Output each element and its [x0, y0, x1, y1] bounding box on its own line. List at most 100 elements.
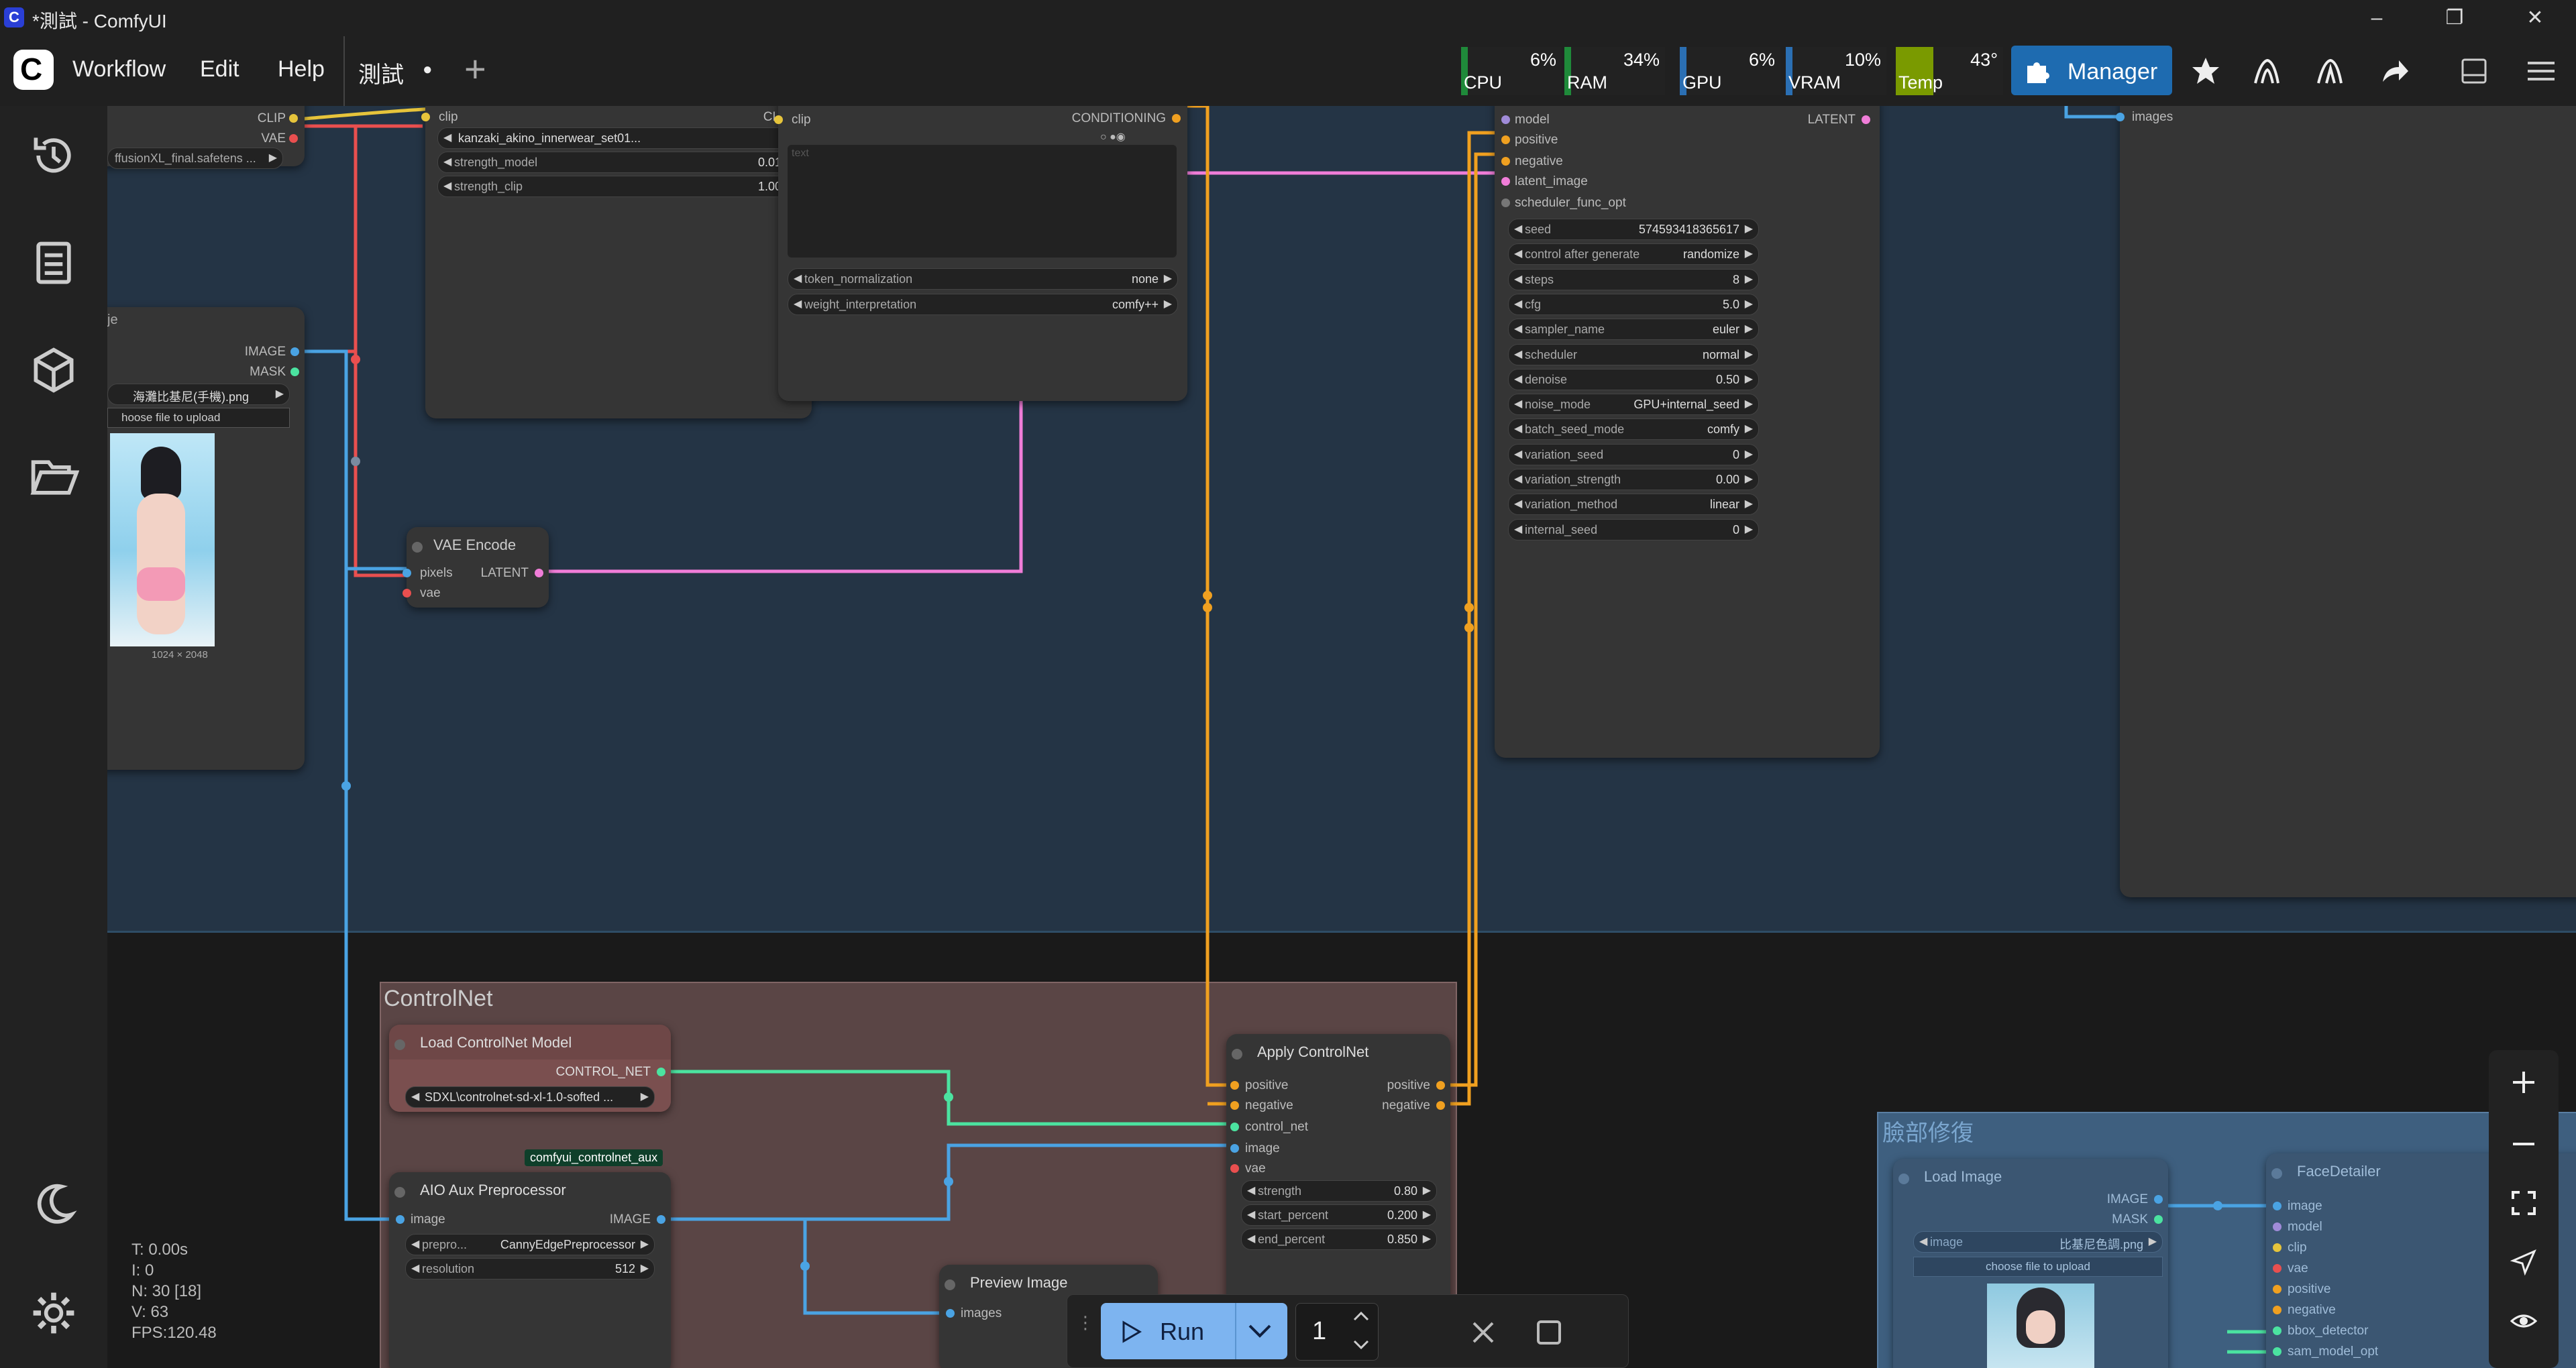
fit-view-icon[interactable] — [2510, 1190, 2537, 1216]
images-input-socket[interactable] — [2116, 113, 2125, 121]
clip-input-socket[interactable] — [2273, 1243, 2282, 1252]
vae-output-socket[interactable] — [289, 134, 298, 143]
negative-output-socket[interactable] — [1436, 1101, 1445, 1110]
vae-input-socket[interactable] — [402, 589, 411, 597]
node-library-icon[interactable] — [2314, 56, 2345, 87]
clip-input-socket[interactable] — [774, 115, 783, 124]
collapse-dot[interactable] — [412, 542, 423, 553]
controlnet-model-widget[interactable]: ◀SDXL\controlnet-sd-xl-1.0-softed ...▶ — [405, 1086, 655, 1108]
scheduler-func-input-socket[interactable] — [1501, 198, 1510, 207]
image-output-socket[interactable] — [657, 1215, 665, 1224]
vae-input-socket[interactable] — [1230, 1164, 1239, 1173]
navigate-icon[interactable] — [2510, 1249, 2537, 1275]
sam-model-opt-input-socket[interactable] — [2273, 1347, 2282, 1356]
manager-button[interactable]: Manager — [2011, 46, 2172, 95]
upload-button[interactable]: choose file to upload — [1913, 1257, 2163, 1277]
cancel-icon[interactable] — [1470, 1319, 1497, 1346]
vae-encode-node[interactable]: VAE Encode pixels vae LATENT — [402, 527, 549, 608]
zoom-out-icon[interactable] — [2510, 1131, 2537, 1157]
collapse-dot[interactable] — [394, 1187, 405, 1198]
clip-text-encode-node[interactable]: clip CONDITIONING ○ ●◉ text ◀token_norma… — [774, 106, 1187, 401]
collapse-dot[interactable] — [1232, 1049, 1242, 1060]
latent-output-socket[interactable] — [535, 569, 543, 577]
chevron-down-icon[interactable] — [1352, 1338, 1370, 1351]
aio-aux-preprocessor-node[interactable]: AIO Aux Preprocessor image IMAGE ◀prepro… — [389, 1172, 671, 1368]
bbox-detector-input-socket[interactable] — [2273, 1326, 2282, 1335]
load-image-node[interactable]: je IMAGE MASK 海灘比基尼(手機).png▶ hoose file … — [107, 307, 305, 770]
negative-input-socket[interactable] — [1230, 1101, 1239, 1110]
clip-input-socket[interactable] — [421, 113, 430, 121]
model-input-socket[interactable] — [1501, 115, 1510, 124]
collapse-dot[interactable] — [1898, 1174, 1909, 1184]
positive-output-socket[interactable] — [1436, 1081, 1445, 1090]
save-image-node[interactable]: images — [2116, 106, 2576, 897]
latent-image-input-socket[interactable] — [1501, 177, 1510, 186]
mask-output-socket[interactable] — [290, 367, 299, 376]
panel-toggle-icon[interactable] — [2461, 58, 2487, 84]
queue-icon[interactable] — [28, 237, 79, 288]
moon-icon[interactable] — [28, 1179, 79, 1230]
image-input-socket[interactable] — [396, 1215, 405, 1224]
menu-edit[interactable]: Edit — [200, 56, 239, 82]
mask-output-socket[interactable] — [2154, 1215, 2163, 1224]
image-output-socket[interactable] — [2154, 1195, 2163, 1204]
eye-icon[interactable] — [2510, 1308, 2537, 1334]
latent-output-socket[interactable] — [1862, 115, 1870, 124]
negative-input-socket[interactable] — [2273, 1306, 2282, 1314]
lora-name-widget[interactable]: ◀kanzaki_akino_innerwear_set01...▶ — [437, 127, 801, 149]
lora-loader-node[interactable]: clip CLIP ◀kanzaki_akino_innerwear_set01… — [421, 106, 812, 418]
minimize-button[interactable]: – — [2371, 7, 2383, 29]
model-input-socket[interactable] — [2273, 1222, 2282, 1231]
graph-canvas[interactable]: ControlNet 臉部修復 — [107, 106, 2576, 1368]
share-icon[interactable] — [2380, 58, 2410, 84]
load-controlnet-node[interactable]: Load ControlNet Model CONTROL_NET ◀SDXL\… — [389, 1025, 671, 1112]
vae-input-socket[interactable] — [2273, 1264, 2282, 1273]
image-file-widget[interactable]: 海灘比基尼(手機).png▶ — [107, 384, 290, 405]
run-button[interactable]: Run — [1101, 1303, 1287, 1359]
negative-input-socket[interactable] — [1501, 157, 1510, 166]
stop-icon[interactable] — [1536, 1319, 1562, 1346]
collapse-dot[interactable] — [945, 1279, 955, 1290]
zoom-in-icon[interactable] — [2510, 1069, 2537, 1096]
control-net-output-socket[interactable] — [657, 1068, 665, 1076]
positive-input-socket[interactable] — [1501, 135, 1510, 144]
checkpoint-name-widget[interactable]: ffusionXL_final.safetens ...▶ — [107, 148, 283, 169]
positive-input-socket[interactable] — [1230, 1081, 1239, 1090]
pixels-input-socket[interactable] — [402, 569, 411, 577]
upload-button[interactable]: hoose file to upload — [107, 408, 290, 428]
images-input-socket[interactable] — [946, 1309, 955, 1318]
chevron-down-icon[interactable] — [1247, 1323, 1273, 1339]
positive-input-socket[interactable] — [2273, 1285, 2282, 1294]
image-input-socket[interactable] — [1230, 1144, 1239, 1153]
collapse-dot[interactable] — [2271, 1168, 2282, 1179]
model-icon[interactable] — [2251, 56, 2282, 87]
control-net-input-socket[interactable] — [1230, 1123, 1239, 1131]
comfy-logo-button[interactable]: C — [13, 50, 54, 90]
prompt-textarea[interactable]: text — [788, 145, 1177, 258]
drag-handle-icon[interactable]: ⋮⋮ — [1077, 1312, 1112, 1332]
history-icon[interactable] — [28, 130, 79, 181]
gear-icon[interactable] — [28, 1288, 79, 1338]
image-output-socket[interactable] — [290, 347, 299, 356]
collapse-dot[interactable] — [394, 1039, 405, 1050]
